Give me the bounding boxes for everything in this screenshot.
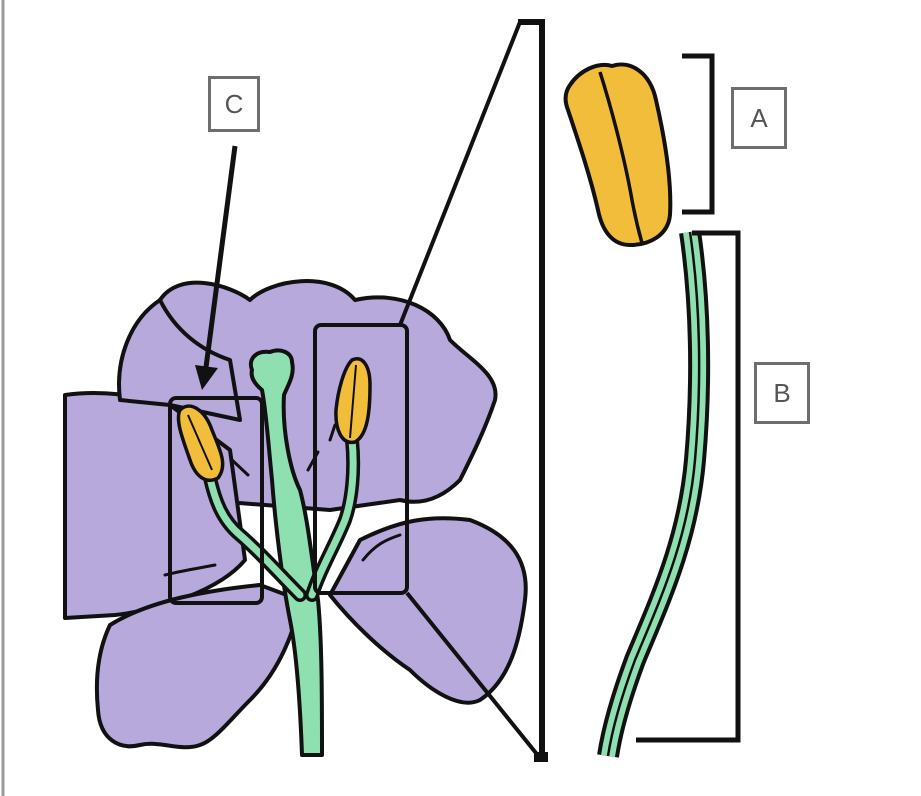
petal-right xyxy=(330,518,526,702)
anther-enlarged xyxy=(566,64,671,245)
stamen-enlarged xyxy=(566,64,700,756)
label-a: A xyxy=(731,87,787,149)
label-b: B xyxy=(754,362,810,424)
zoom-line-top xyxy=(400,22,520,325)
bracket-a xyxy=(682,56,712,212)
label-c: C xyxy=(208,76,260,132)
zoom-panel-corner xyxy=(534,752,548,762)
